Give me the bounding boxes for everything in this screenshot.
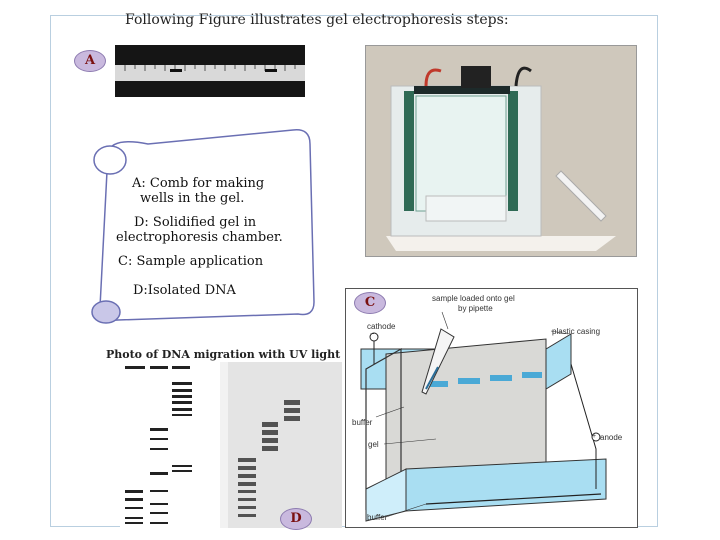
page-title: Following Figure illustrates gel electro… xyxy=(125,12,509,28)
legend-line-1b: wells in the gel. xyxy=(140,191,245,206)
gel-box-illustration xyxy=(360,311,607,522)
chamber-illustration xyxy=(366,46,636,256)
legend-line-4: D:Isolated DNA xyxy=(133,283,236,298)
sample-application-diagram xyxy=(345,288,638,528)
legend-line-2a: D: Solidified gel in xyxy=(134,215,257,230)
gel-label: gel xyxy=(368,440,379,449)
dna-photo-title: Photo of DNA migration with UV light xyxy=(106,348,341,361)
badge-d: D xyxy=(280,508,312,530)
gel-bands-illustration xyxy=(120,362,342,528)
sample-label: sample loaded onto gel xyxy=(432,294,515,303)
anode-label: anode xyxy=(600,433,623,442)
pipette-label: by pipette xyxy=(458,304,493,313)
badge-a: A xyxy=(74,50,106,72)
legend-line-1a: A: Comb for making xyxy=(132,176,265,191)
dna-gel-photo xyxy=(120,362,342,528)
cathode-label: cathode xyxy=(367,322,396,331)
legend-line-3: C: Sample application xyxy=(118,254,264,269)
buffer-top-label: buffer xyxy=(352,418,373,427)
legend-line-2b: electrophoresis chamber. xyxy=(116,230,283,245)
anode-sign: + xyxy=(592,433,597,440)
chamber-photo xyxy=(365,45,637,257)
comb-photo xyxy=(115,45,305,97)
cathode-sign: − xyxy=(370,331,375,338)
plastic-casing-label: plastic casing xyxy=(552,327,601,336)
buffer-bottom-label: buffer xyxy=(367,513,388,522)
badge-c: C xyxy=(354,292,386,314)
legend-scroll xyxy=(91,129,315,324)
comb-ruler-illustration xyxy=(115,65,305,81)
